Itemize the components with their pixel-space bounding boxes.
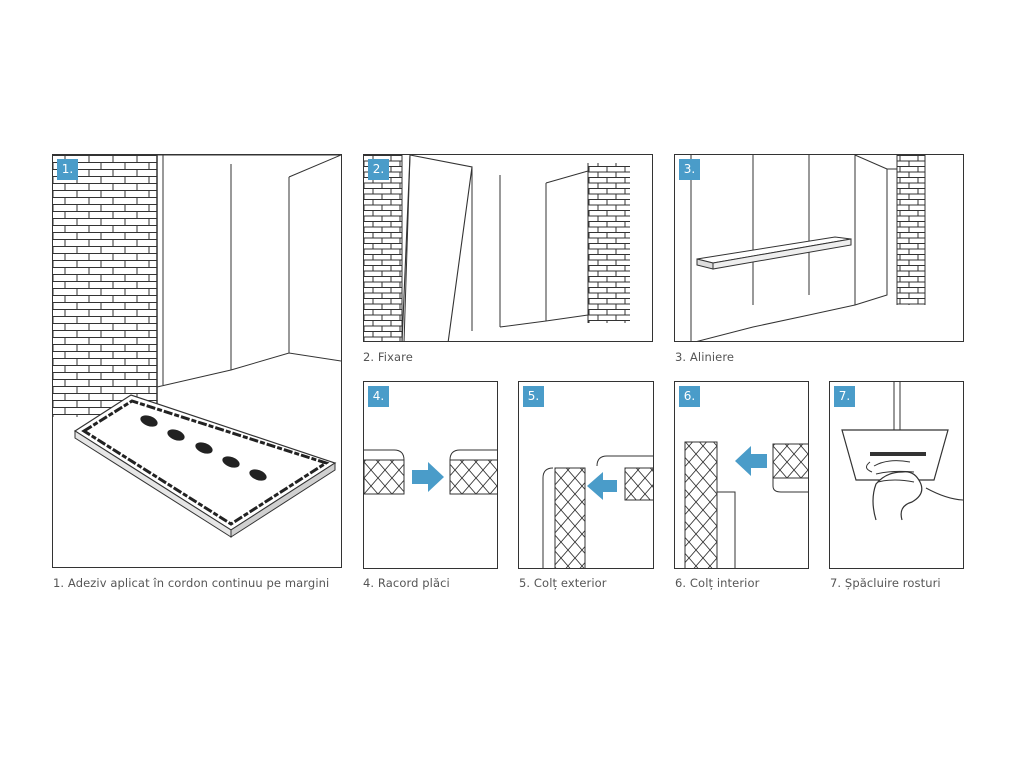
step-1-badge: 1. — [57, 159, 78, 180]
step-6-panel: 6. — [674, 381, 809, 569]
step-2-badge: 2. — [368, 159, 389, 180]
step-5-illustration — [542, 455, 653, 568]
step-2-caption: 2. Fixare — [363, 350, 413, 364]
step-6-illustration — [684, 441, 808, 568]
step-3-panel: 3. — [674, 154, 964, 342]
board-vertical — [684, 441, 718, 568]
step-7-panel: 7. — [829, 381, 964, 569]
step-4-illustration — [364, 449, 497, 495]
arrow-left-icon — [735, 446, 767, 476]
board-right — [449, 459, 497, 495]
wall-boards — [690, 155, 897, 341]
board-vertical — [554, 467, 586, 568]
step-7-badge: 7. — [834, 386, 855, 407]
adhesive-dabs — [140, 415, 267, 481]
tilting-board — [401, 155, 473, 341]
brick-wall — [53, 155, 157, 417]
arrow-right-icon — [412, 462, 444, 492]
spatula-icon — [841, 429, 949, 481]
step-4-badge: 4. — [368, 386, 389, 407]
board-horizontal — [772, 443, 808, 479]
board-horizontal — [624, 467, 653, 501]
step-3-badge: 3. — [679, 159, 700, 180]
step-1-panel: 1. — [52, 154, 342, 568]
wall-boards — [156, 155, 341, 388]
fixed-boards — [471, 167, 589, 331]
step-5-panel: 5. — [518, 381, 654, 569]
floor-board — [73, 394, 337, 538]
brick-wall-right — [588, 163, 630, 323]
adhesive-bead — [81, 399, 330, 526]
step-4-caption: 4. Racord plăci — [363, 576, 450, 590]
step-1-caption: 1. Adeziv aplicat în cordon continuu pe … — [53, 576, 330, 590]
step-3-caption: 3. Aliniere — [675, 350, 735, 364]
board-left — [364, 459, 405, 495]
step-7-caption: 7. Șpăcluire rosturi — [830, 576, 941, 590]
arrow-left-icon — [587, 472, 617, 500]
level-board — [696, 236, 852, 270]
brick-wall — [897, 155, 925, 305]
step-5-caption: 5. Colț exterior — [519, 576, 607, 590]
step-6-badge: 6. — [679, 386, 700, 407]
step-6-caption: 6. Colț interior — [675, 576, 760, 590]
step-1-illustration — [53, 155, 341, 538]
step-5-badge: 5. — [523, 386, 544, 407]
hand-icon — [866, 460, 963, 521]
step-2-illustration — [364, 155, 630, 341]
step-4-panel: 4. — [363, 381, 498, 569]
step-7-illustration — [841, 382, 963, 521]
brick-wall-left — [364, 155, 402, 341]
step-2-panel: 2. — [363, 154, 653, 342]
step-3-illustration — [690, 155, 926, 341]
